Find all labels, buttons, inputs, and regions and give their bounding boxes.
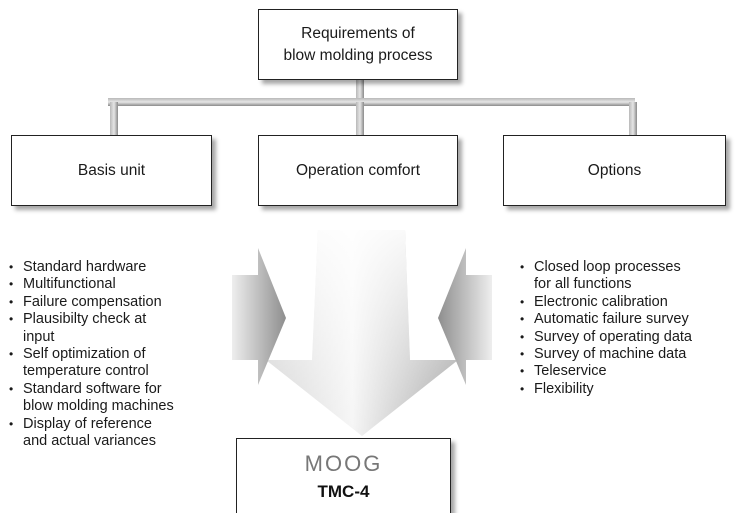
- left-side-arrow: [232, 248, 286, 385]
- options-features: Closed loop processes for all functions …: [519, 259, 737, 399]
- operation-comfort-label: Operation comfort: [295, 161, 421, 179]
- basis-unit-box: Basis unit: [11, 135, 212, 206]
- options-box: Options: [503, 135, 726, 206]
- list-item: Survey of operating data: [519, 329, 737, 347]
- list-item: Failure compensation: [8, 294, 236, 312]
- operation-comfort-box: Operation comfort: [258, 135, 458, 206]
- basis-unit-features: Standard hardware Multifunctional Failur…: [8, 259, 236, 450]
- list-item: Teleservice: [519, 363, 737, 381]
- list-item: Multifunctional: [8, 276, 236, 294]
- list-item: Standard hardware: [8, 259, 236, 277]
- list-item: Electronic calibration: [519, 294, 737, 312]
- list-item: Plausibilty check at input: [8, 311, 236, 346]
- requirements-box: Requirements of blow molding process: [258, 9, 458, 80]
- list-item: Closed loop processes for all functions: [519, 259, 737, 294]
- options-label: Options: [587, 161, 642, 179]
- basis-unit-label: Basis unit: [77, 161, 146, 179]
- connector-lines: [108, 80, 637, 146]
- requirements-label: Requirements of blow molding process: [283, 24, 433, 64]
- product-box: MOOG TMC-4: [236, 438, 451, 513]
- center-down-arrow: [266, 230, 458, 436]
- product-model: TMC-4: [317, 482, 370, 501]
- list-item: Survey of machine data: [519, 346, 737, 364]
- list-item: Display of reference and actual variance…: [8, 416, 236, 451]
- list-item: Flexibility: [519, 381, 737, 399]
- list-item: Automatic failure survey: [519, 311, 737, 329]
- list-item: Self optimization of temperature control: [8, 346, 236, 381]
- right-side-arrow: [438, 248, 492, 385]
- moog-logo: MOOG: [304, 451, 383, 476]
- list-item: Standard software for blow molding machi…: [8, 381, 236, 416]
